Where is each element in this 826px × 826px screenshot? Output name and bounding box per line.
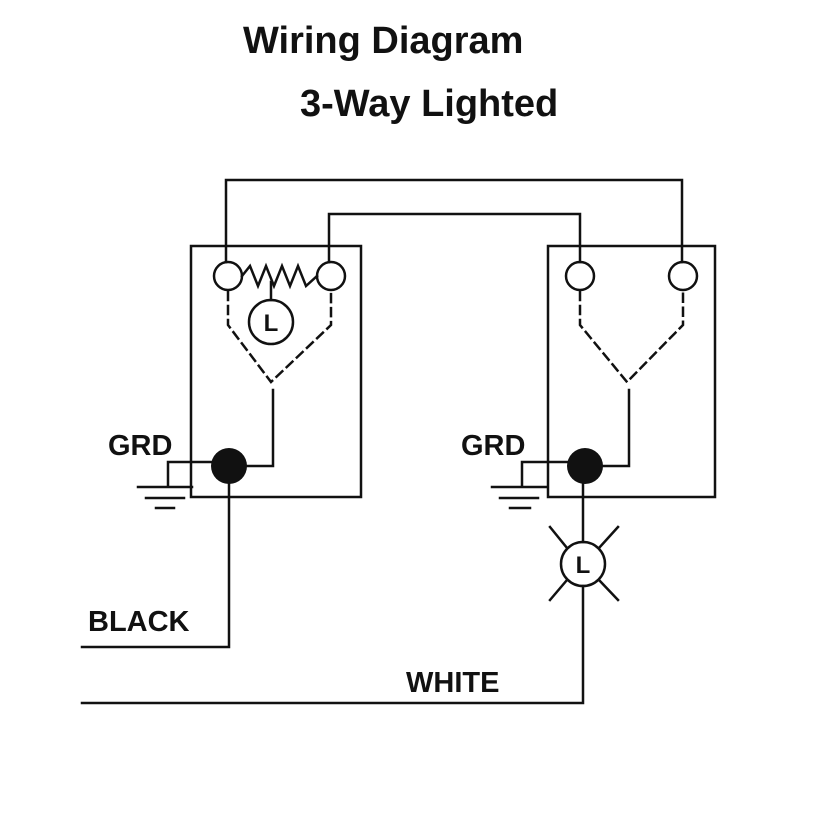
right-switch-terminal-right — [667, 260, 699, 292]
right-ground-icon — [490, 485, 548, 510]
black-wire — [80, 480, 231, 649]
switch-lamp-label: L — [264, 310, 279, 337]
ground-right-label: GRD — [461, 430, 525, 462]
left-common-terminal — [211, 448, 247, 484]
white-wire — [80, 584, 585, 705]
ground-left-label: GRD — [108, 430, 172, 462]
diagram-title: Wiring Diagram — [243, 20, 524, 62]
right-common-terminal — [567, 448, 603, 484]
left-switch-contact-dashed — [226, 290, 333, 384]
load-lamp-label: L — [576, 552, 591, 579]
white-wire-label: WHITE — [406, 667, 499, 699]
diagram-subtitle: 3-Way Lighted — [300, 83, 559, 125]
right-switch-terminal-left — [564, 260, 596, 292]
right-switch-contact-dashed — [578, 290, 685, 384]
left-switch-terminal-right — [315, 260, 347, 292]
load-lamp-rays-icon — [548, 525, 620, 602]
left-ground-wire — [166, 460, 214, 488]
right-ground-wire — [520, 460, 569, 488]
left-switch-box — [189, 244, 363, 499]
left-switch-terminal-left — [212, 260, 244, 292]
left-switch-lamp-icon — [247, 298, 295, 346]
traveler-wire-outer — [224, 178, 684, 264]
black-wire-label: BLACK — [88, 606, 190, 638]
left-ground-icon — [136, 485, 194, 510]
left-switch-resistor-icon — [240, 262, 319, 290]
right-switch-box — [546, 244, 717, 499]
traveler-wire-inner — [327, 212, 582, 264]
